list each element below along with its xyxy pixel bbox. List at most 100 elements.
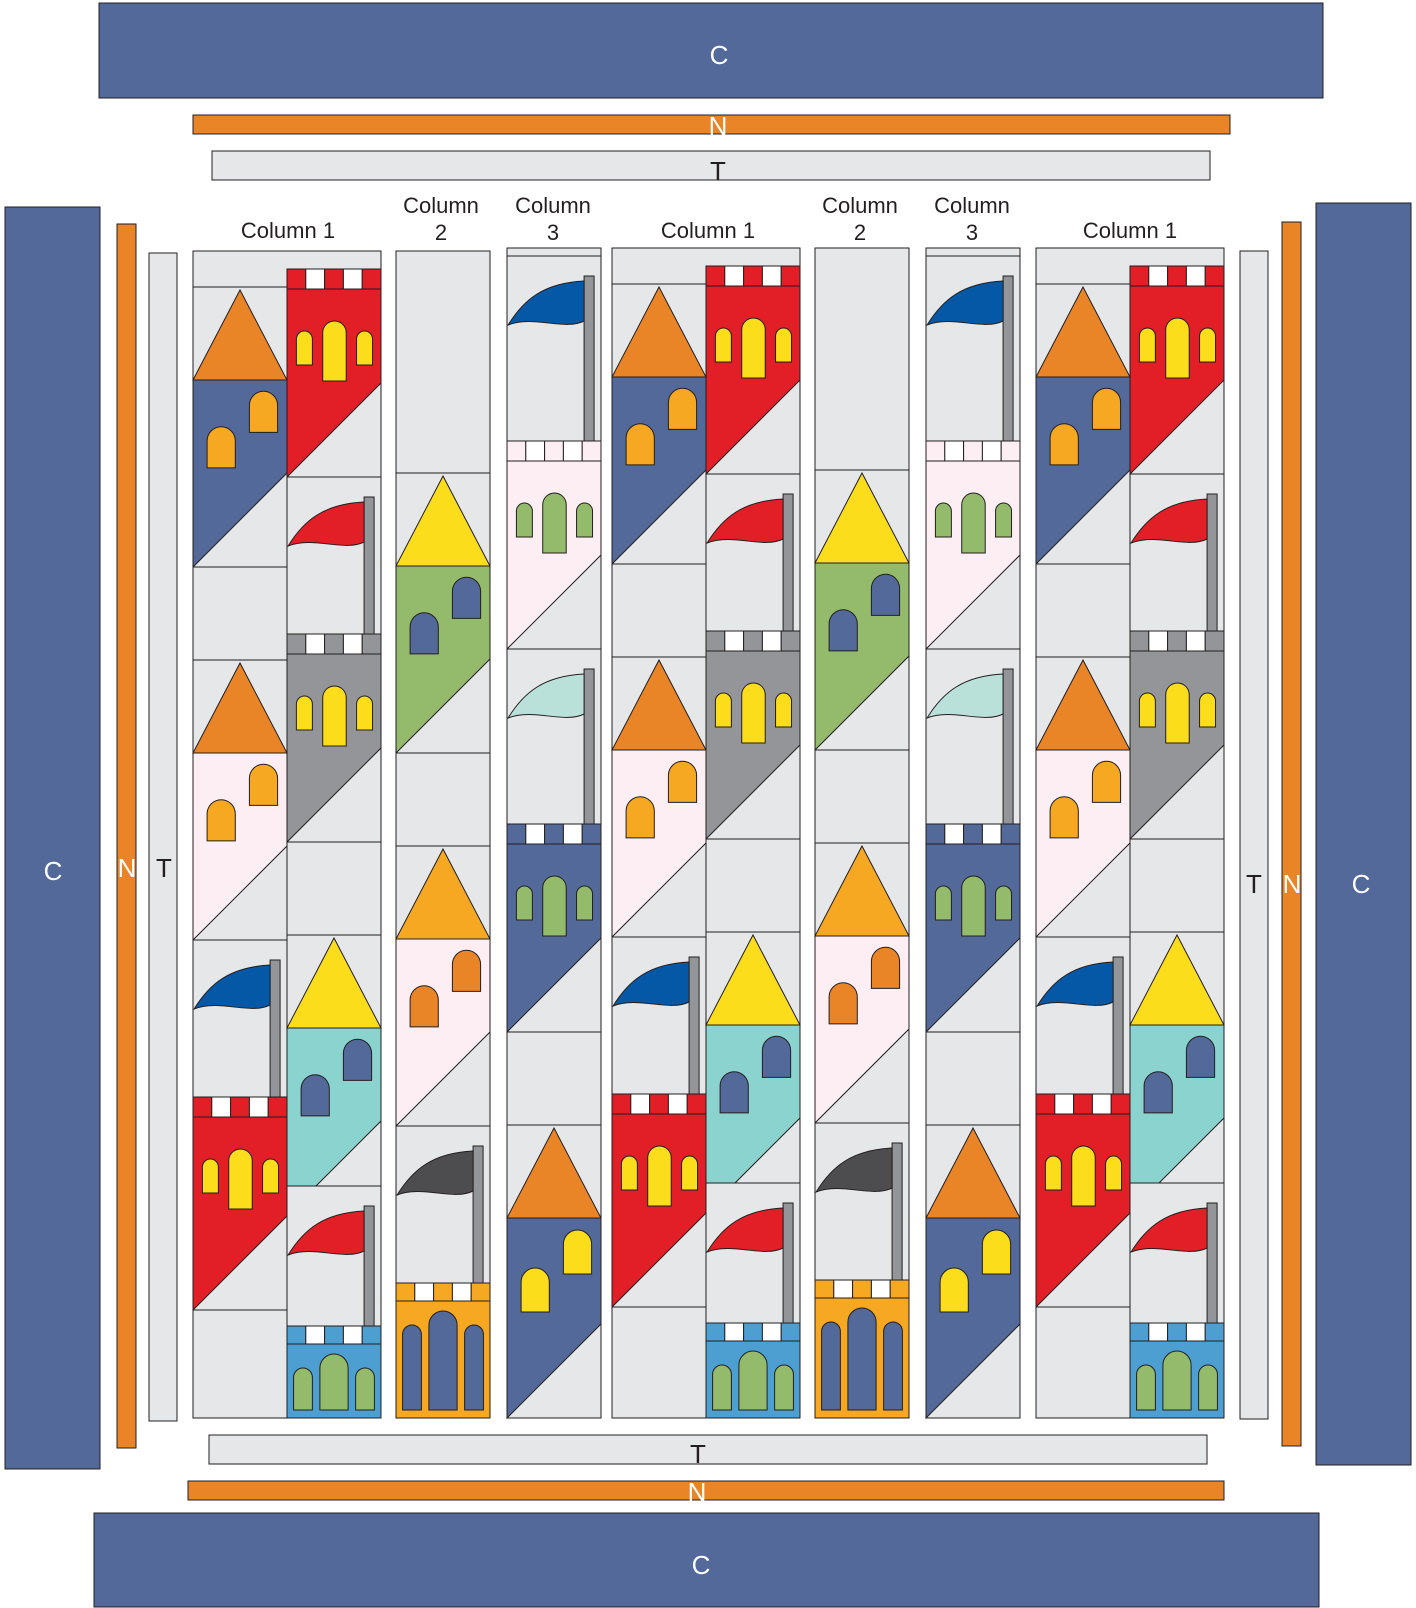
crenel-block (563, 824, 582, 844)
window-icon (320, 1354, 348, 1410)
window-icon (1072, 1146, 1096, 1206)
window-icon (742, 318, 766, 378)
window-icon (1144, 1072, 1172, 1113)
crenel-block (762, 631, 781, 651)
crenel-block (343, 634, 362, 654)
window-icon (516, 503, 532, 537)
window-icon (871, 574, 899, 615)
window-icon (410, 613, 438, 654)
flagpole (1113, 957, 1123, 1094)
background-patch (193, 1310, 287, 1418)
window-icon (626, 797, 654, 838)
window-icon (410, 986, 438, 1027)
crenel-block (1205, 1323, 1224, 1341)
column-header-line: Column 1 (1083, 218, 1177, 243)
background-patch (815, 750, 909, 843)
flagpole (689, 957, 699, 1094)
crenel-block (631, 1094, 650, 1114)
crenel-block (287, 1326, 306, 1344)
window-icon (884, 1322, 903, 1410)
background-patch (1036, 1307, 1130, 1418)
window-icon (343, 1039, 371, 1080)
window-icon (1092, 388, 1120, 429)
quilt-column-3 (507, 248, 601, 1418)
quilt-column-4 (612, 248, 800, 1418)
window-icon (1163, 1351, 1191, 1410)
window-icon (715, 328, 731, 362)
window-icon (301, 1075, 329, 1116)
window-icon (356, 1368, 375, 1410)
quilt-column-1 (193, 251, 381, 1418)
crenel-block (396, 1283, 415, 1301)
column-header-line: Column (403, 193, 479, 218)
crenel-block (287, 634, 306, 654)
window-icon (713, 1365, 732, 1410)
column-header-line: Column (822, 193, 898, 218)
label-c-left: C (44, 856, 63, 886)
crenel-block (526, 441, 545, 461)
crenel-block (325, 269, 344, 289)
background-patch (612, 564, 706, 657)
crenel-block (926, 441, 945, 461)
crenel-block (1186, 631, 1205, 651)
window-icon (829, 610, 857, 651)
window-icon (563, 1230, 591, 1274)
flagpole (1003, 276, 1013, 441)
column-header-line: 2 (854, 220, 866, 245)
window-icon (1045, 1156, 1061, 1190)
crenel-block (890, 1280, 909, 1298)
label-t-bottom: T (690, 1439, 706, 1469)
window-icon (621, 1156, 637, 1190)
label-n-left: N (118, 853, 137, 883)
crenel-block (781, 631, 800, 651)
label-t-left: T (156, 853, 172, 883)
window-icon (1106, 1156, 1122, 1190)
background-patch (396, 251, 490, 473)
quilt-column-6 (926, 248, 1020, 1418)
crenel-block (834, 1280, 853, 1298)
column-header-line: Column (934, 193, 1010, 218)
window-icon (1166, 683, 1190, 743)
window-icon (323, 321, 347, 381)
border-n-left (117, 224, 136, 1448)
border-t-bottom (209, 1435, 1207, 1464)
crenel-block (1186, 1323, 1205, 1341)
crenel-block (725, 631, 744, 651)
window-icon (626, 424, 654, 465)
crenel-block (545, 824, 564, 844)
flagpole (584, 276, 594, 441)
crenel-block (668, 1094, 687, 1114)
flagpole (783, 494, 793, 631)
crenel-block (212, 1097, 231, 1117)
crenel-block (1205, 266, 1224, 286)
window-icon (1137, 1365, 1156, 1410)
crenel-block (343, 269, 362, 289)
window-icon (577, 503, 593, 537)
window-icon (720, 1072, 748, 1113)
quilt-columns (193, 248, 1224, 1418)
label-t-top: T (710, 156, 726, 186)
crenel-block (268, 1097, 287, 1117)
crenel-block (306, 269, 325, 289)
window-icon (982, 1230, 1010, 1274)
background-patch (926, 1032, 1020, 1125)
background-patch (612, 1307, 706, 1418)
crenel-block (1149, 266, 1168, 286)
crenel-block (964, 824, 983, 844)
window-icon (762, 1036, 790, 1077)
crenel-block (1130, 266, 1149, 286)
window-icon (323, 686, 347, 746)
flagpole (473, 1146, 483, 1283)
border-c-right (1316, 203, 1411, 1465)
crenel-block (1001, 441, 1020, 461)
window-icon (848, 1308, 876, 1410)
crenel-block (526, 824, 545, 844)
window-icon (682, 1156, 698, 1190)
background-patch (507, 1032, 601, 1125)
border-t-right (1240, 251, 1268, 1419)
window-icon (1166, 318, 1190, 378)
window-icon (1200, 328, 1216, 362)
crenel-block (762, 1323, 781, 1341)
label-c-right: C (1352, 869, 1371, 899)
